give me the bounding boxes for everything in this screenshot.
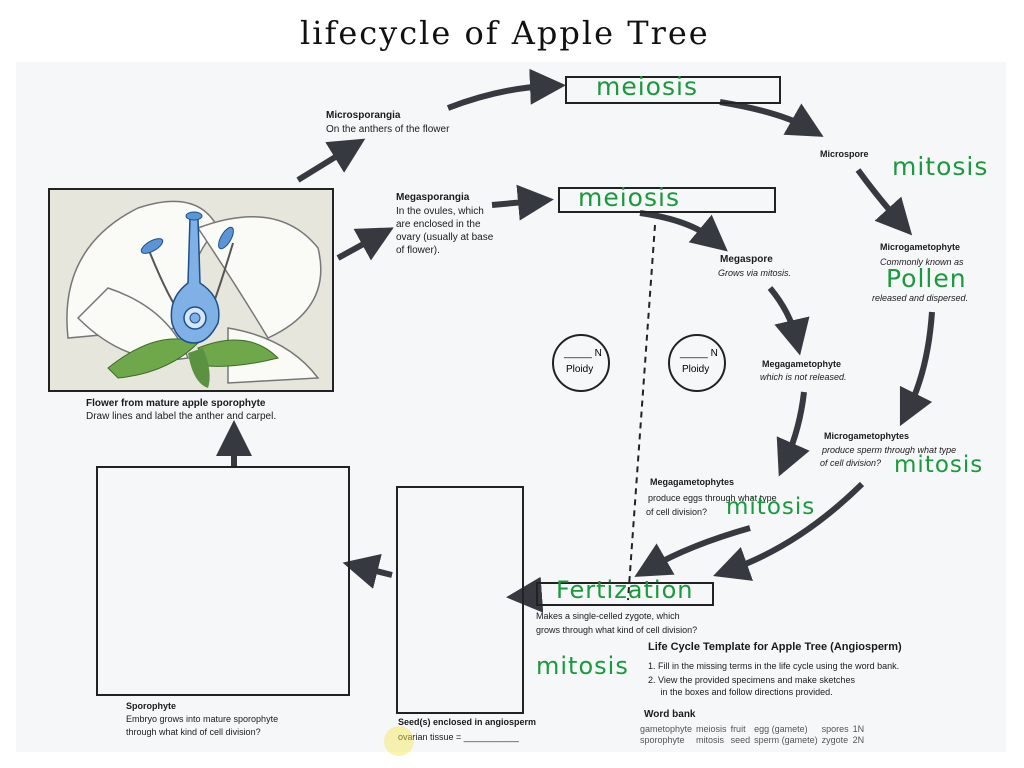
- zygote-desc-2: grows through what kind of cell division…: [536, 625, 698, 635]
- arrow-meiosis-to-microspore: [719, 99, 824, 137]
- sporophyte-sketch-box[interactable]: [96, 466, 350, 696]
- word-bank-cell: mitosis: [696, 735, 725, 745]
- megaspore-desc: Grows via mitosis.: [718, 268, 792, 278]
- megagametophytes-title: Megagametophytes: [650, 477, 735, 487]
- word-bank-table: gametophyte meiosis fruit egg (gamete) s…: [640, 724, 868, 746]
- flower-caption-title: Flower from mature apple sporophyte: [86, 398, 266, 409]
- carpel: [170, 217, 220, 344]
- sporophyte-desc-1: Embryo grows into mature sporophyte: [126, 714, 279, 724]
- cursor-highlight: [384, 726, 414, 756]
- template-step-1: 1. Fill in the missing terms in the life…: [648, 661, 900, 671]
- sporophyte-title: Sporophyte: [126, 701, 177, 711]
- word-bank-cell: seed: [730, 735, 751, 745]
- megagametophyte-title: Megagametophyte: [762, 359, 842, 369]
- flower-illustration: [48, 188, 334, 392]
- sporophyte-desc-2: through what kind of cell division?: [126, 727, 261, 737]
- word-bank-cell: sporophyte: [640, 735, 685, 745]
- megaspore-title: Megaspore: [720, 254, 773, 265]
- word-bank-title: Word bank: [644, 709, 696, 720]
- megasporangia-desc-2: are enclosed in the: [396, 219, 481, 230]
- arrow-flower-to-megasporangia: [336, 227, 394, 261]
- fertilization-answer-box[interactable]: [536, 582, 714, 606]
- megasporangia-title: Megasporangia: [396, 192, 470, 203]
- ploidy-label-right: Ploidy: [682, 364, 710, 375]
- template-step-2: 2. View the provided specimens and make …: [648, 675, 855, 685]
- meiosis-answer-box-mid[interactable]: [558, 187, 776, 213]
- anther-left: [140, 238, 164, 254]
- anther-right: [218, 226, 234, 250]
- arrow-seed-to-sporophyte: [342, 553, 393, 589]
- microgametophytes-desc-1: produce sperm through what type: [822, 445, 957, 455]
- arrow-microgametophyte-to-microgametophytes: [899, 311, 935, 427]
- page-title: lifecycle of Apple Tree: [300, 14, 710, 52]
- microspore-label: Microspore: [820, 149, 869, 159]
- microsporangia-desc: On the anthers of the flower: [326, 124, 450, 135]
- handwritten-mitosis-micro: mitosis: [894, 452, 984, 478]
- seed-desc-2: ovarian tissue = ___________: [398, 732, 519, 742]
- zygote-desc-1: Makes a single-celled zygote, which: [536, 611, 680, 621]
- handwritten-meiosis-mid: meiosis: [578, 183, 680, 212]
- ploidy-circle-right[interactable]: _____ N Ploidy: [668, 334, 726, 392]
- arrow-microsporangia-to-meiosis: [446, 68, 566, 111]
- ploidy-n-right: _____ N: [680, 348, 718, 359]
- word-bank-cell: 1N: [852, 724, 865, 734]
- template-heading: Life Cycle Template for Apple Tree (Angi…: [648, 641, 902, 653]
- word-bank-cell: 2N: [852, 735, 865, 745]
- ploidy-label-left: Ploidy: [566, 364, 594, 375]
- microgametophyte-desc-1: Commonly known as: [880, 257, 964, 267]
- megasporangia-desc-1: In the ovules, which: [396, 206, 484, 217]
- handwritten-mitosis-zygote: mitosis: [536, 652, 629, 680]
- megagametophyte-desc: which is not released.: [760, 372, 847, 382]
- megagametophytes-desc-1: produce eggs through what type: [648, 493, 777, 503]
- arrow-megasporangia-to-meiosis: [491, 184, 554, 221]
- word-bank-cell: meiosis: [696, 724, 727, 734]
- arrow-fertilization-to-seed: [506, 576, 544, 613]
- microgametophyte-desc-2: released and dispersed.: [872, 293, 969, 303]
- word-bank-cell: sperm (gamete): [754, 735, 818, 745]
- word-bank-cell: zygote: [821, 735, 849, 745]
- arrow-megaspore-to-megagametophyte: [767, 286, 810, 356]
- ploidy-circle-left[interactable]: _____ N Ploidy: [552, 334, 610, 392]
- arrow-flower-to-microsporangia: [296, 138, 366, 183]
- arrow-microgametophytes-to-fertilization: [713, 481, 865, 581]
- handwritten-mitosis-mega: mitosis: [726, 494, 816, 520]
- megasporangia-desc-4: of flower).: [396, 245, 440, 256]
- word-bank-cell: gametophyte: [640, 724, 693, 734]
- microsporangia-title: Microsporangia: [326, 110, 401, 121]
- handwritten-meiosis-top: meiosis: [596, 72, 698, 101]
- arrow-megagametophytes-to-fertilization: [634, 525, 751, 577]
- worksheet-paper: [16, 62, 1006, 752]
- arrow-megagametophyte-to-megagametophytes: [776, 391, 810, 477]
- meiosis-answer-box-top[interactable]: [565, 76, 781, 104]
- handwritten-mitosis-microspore: mitosis: [892, 152, 989, 181]
- arrow-meiosis-to-megaspore: [639, 210, 728, 252]
- word-bank-cell: egg (gamete): [754, 724, 808, 734]
- word-bank-cell: spores: [821, 724, 849, 734]
- template-step-3: in the boxes and follow directions provi…: [648, 687, 833, 697]
- microgametophyte-title: Microgametophyte: [880, 242, 961, 252]
- seed-sketch-box[interactable]: [396, 486, 524, 714]
- word-bank-cell: fruit: [730, 724, 746, 734]
- seed-desc-1: Seed(s) enclosed in angiosperm: [398, 717, 537, 727]
- microgametophytes-desc-2: of cell division?: [820, 458, 882, 468]
- arrow-microspore-to-microgametophyte: [855, 168, 913, 236]
- divider-dashed-line: [627, 224, 656, 601]
- word-bank-row: sporophyte mitosis seed sperm (gamete) z…: [640, 735, 868, 746]
- megagametophytes-desc-2: of cell division?: [646, 507, 708, 517]
- ploidy-n-left: _____ N: [564, 348, 602, 359]
- handwritten-fertilization: Fertization: [556, 576, 694, 604]
- megasporangia-desc-3: ovary (usually at base: [396, 232, 494, 243]
- word-bank-row: gametophyte meiosis fruit egg (gamete) s…: [640, 724, 868, 735]
- flower-caption-desc: Draw lines and label the anther and carp…: [86, 411, 277, 422]
- microgametophytes-title: Microgametophytes: [824, 431, 910, 441]
- handwritten-pollen: Pollen: [886, 264, 967, 293]
